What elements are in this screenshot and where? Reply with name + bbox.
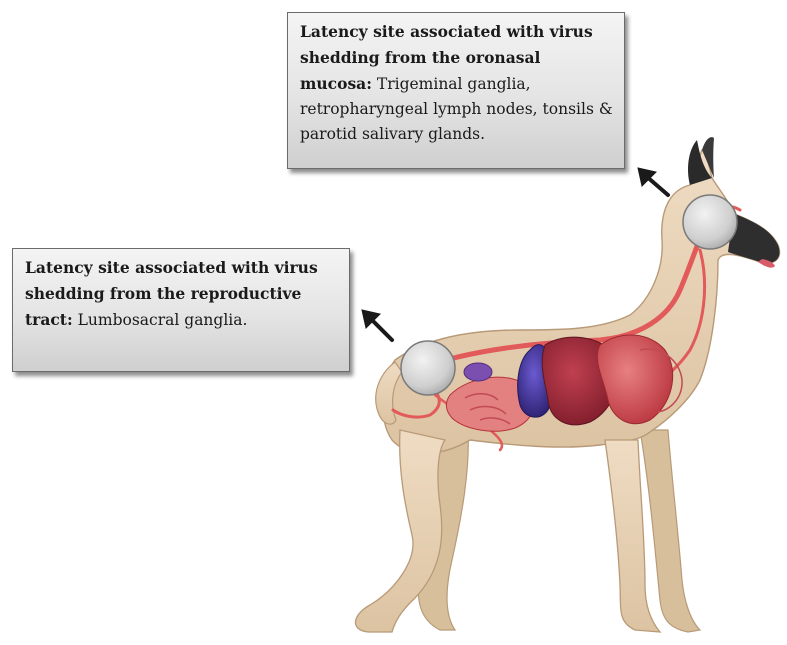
- arrow-up-left-icon: [362, 310, 392, 340]
- reproductive-callout-sites: Lumbosacral ganglia.: [73, 311, 248, 329]
- reproductive-latency-callout: Latency site associated with virus shedd…: [12, 248, 350, 372]
- trigeminal-latency-marker: [683, 195, 737, 249]
- oronasal-latency-callout: Latency site associated with virus shedd…: [287, 12, 625, 169]
- arrow-up-left-icon: [638, 168, 668, 195]
- lumbosacral-latency-marker: [401, 341, 455, 395]
